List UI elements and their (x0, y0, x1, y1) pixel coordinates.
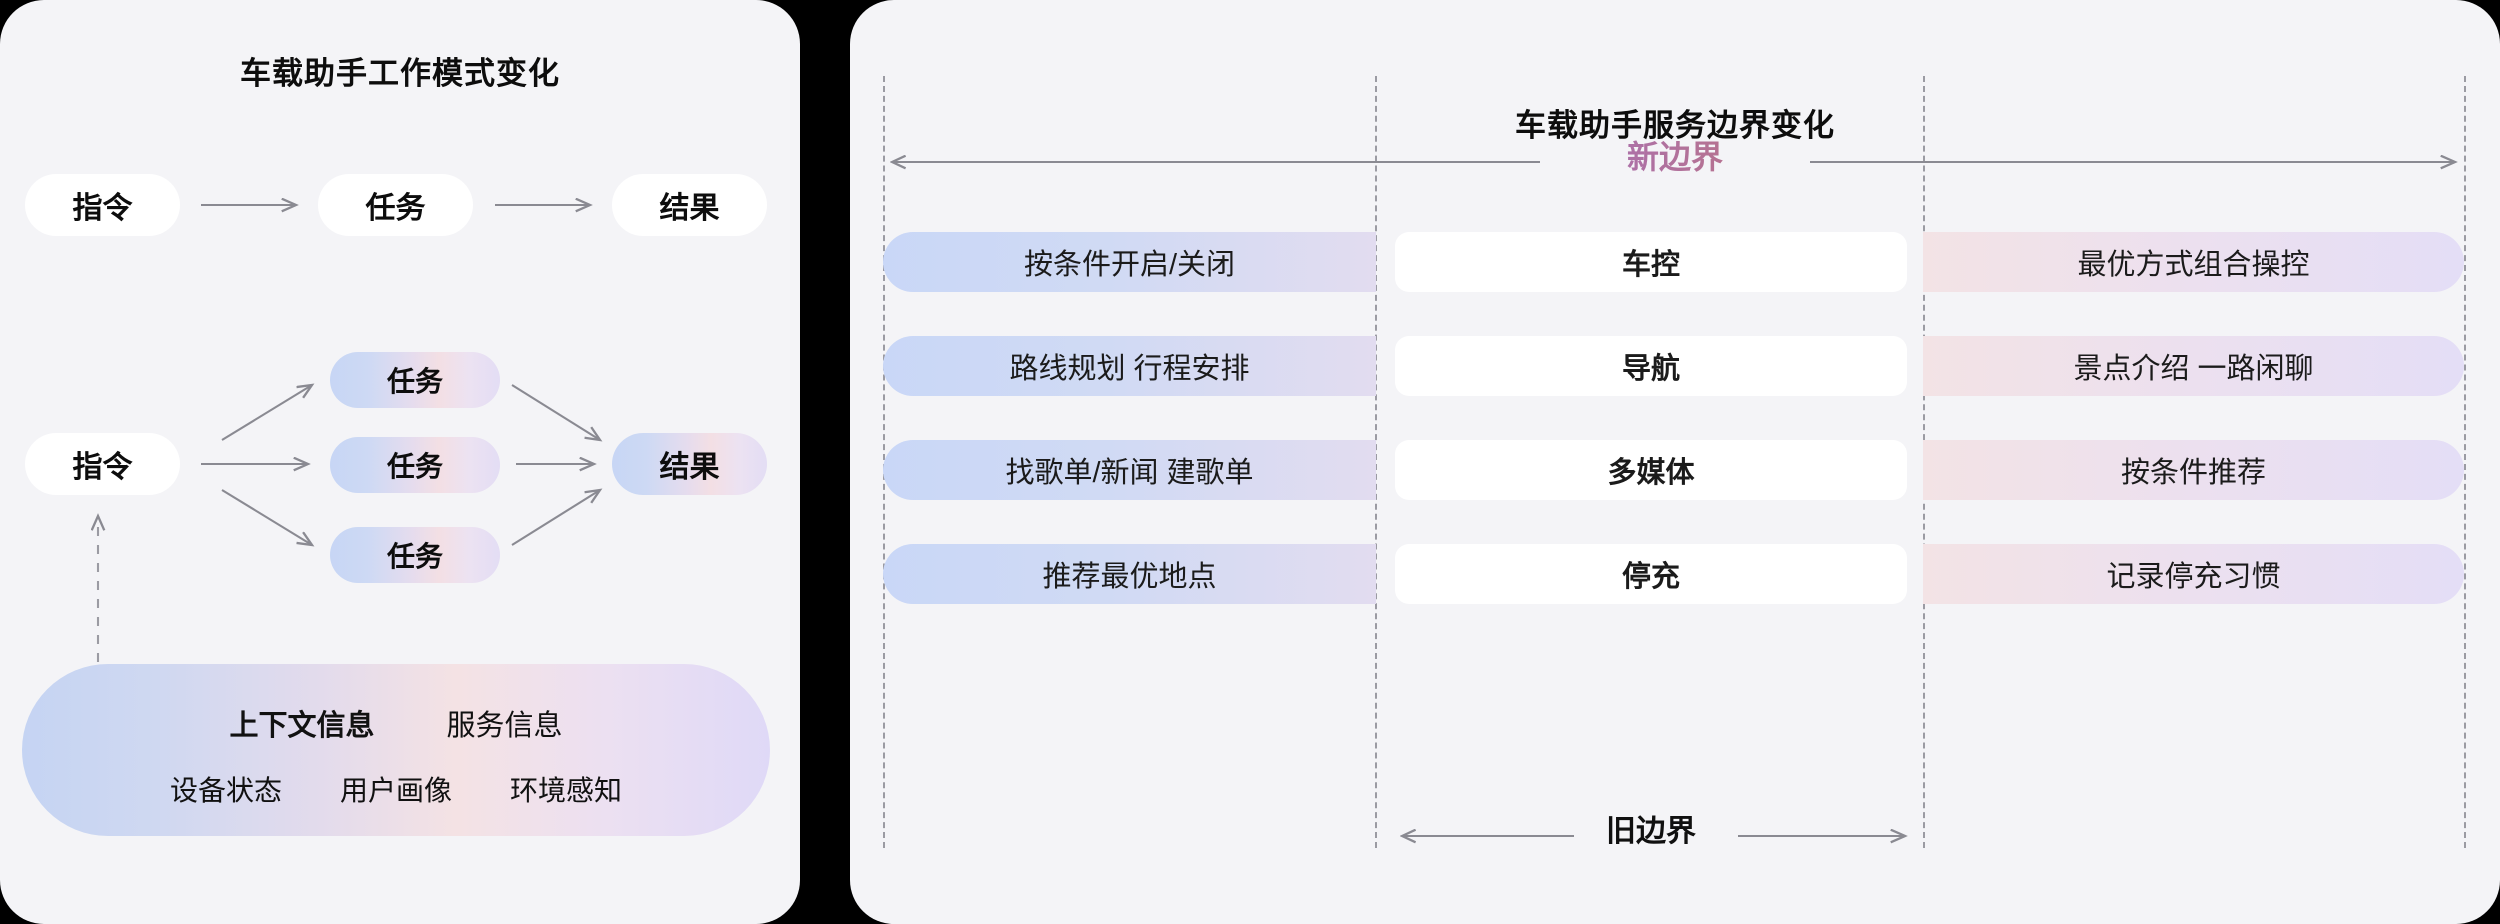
service-rows: 按条件开启/关闭 车控 最优方式组合操控 路线规划 行程安排 导航 景点介绍 一… (850, 0, 2500, 924)
service-row-1-capability-right: 最优方式组合操控 (1923, 232, 2464, 292)
service-row-4-capability-left: 推荐最优地点 (883, 544, 1376, 604)
context-info-row-primary: 上下文信息 服务信息 (22, 702, 770, 744)
parallel-flow-node-result: 结果 (612, 433, 767, 495)
simple-flow-node-command: 指令 (25, 174, 180, 236)
service-row-3-capability-right: 按条件推荐 (1923, 440, 2464, 500)
context-label-service-info: 服务信息 (446, 710, 563, 742)
service-row-2-category: 导航 (1395, 336, 1907, 396)
context-info-block: 上下文信息 服务信息 设备状态 用户画像 环境感知 (22, 664, 770, 836)
arrow-task-1-to-result (511, 384, 600, 440)
service-row-1-category: 车控 (1395, 232, 1907, 292)
service-row-2-capability-right: 景点介绍 一路闲聊 (1923, 336, 2464, 396)
service-row-3-category: 多媒体 (1395, 440, 1907, 500)
simple-flow-node-task: 任务 (318, 174, 473, 236)
context-label-device-state: 设备状态 (169, 775, 282, 806)
context-label-env-sensing: 环境感知 (510, 775, 623, 806)
simple-flow-node-result: 结果 (612, 174, 767, 236)
parallel-flow-node-task-2: 任务 (330, 437, 500, 493)
context-info-row-secondary: 设备状态 用户画像 环境感知 (22, 769, 770, 809)
left-panel: 车载助手工作模式变化 指令 任务 结果 指令 任务 任务 任务 结果 上下文信息… (0, 0, 800, 924)
service-row-4-capability-right: 记录停充习惯 (1923, 544, 2464, 604)
service-row-3-capability-left: 找歌单/新闻 建歌单 (883, 440, 1376, 500)
context-label-user-profile: 用户画像 (339, 775, 452, 806)
boundary-guide-inner-left (1375, 76, 1377, 848)
service-row-4-category: 停充 (1395, 544, 1907, 604)
right-panel: 车载助手服务边界变化 新边界 按条件开启/关闭 (850, 0, 2500, 924)
parallel-flow-node-command: 指令 (25, 433, 180, 495)
parallel-flow-node-task-3: 任务 (330, 527, 500, 583)
old-boundary-label: 旧边界 (1606, 815, 1696, 848)
arrow-command-to-task-3 (221, 489, 312, 545)
boundary-guide-outer-right (2464, 76, 2466, 848)
context-label-context-info: 上下文信息 (229, 710, 375, 742)
right-panel-title: 车载助手服务边界变化 (1515, 108, 1835, 143)
service-row-2-capability-left: 路线规划 行程安排 (883, 336, 1376, 396)
left-panel-title: 车载助手工作模式变化 (240, 56, 560, 91)
parallel-flow-node-task-1: 任务 (330, 352, 500, 408)
new-boundary-label: 新边界 (850, 132, 2500, 178)
service-row-1-capability-left: 按条件开启/关闭 (883, 232, 1376, 292)
arrow-task-3-to-result (511, 490, 600, 546)
arrow-command-to-task-1 (221, 385, 312, 441)
